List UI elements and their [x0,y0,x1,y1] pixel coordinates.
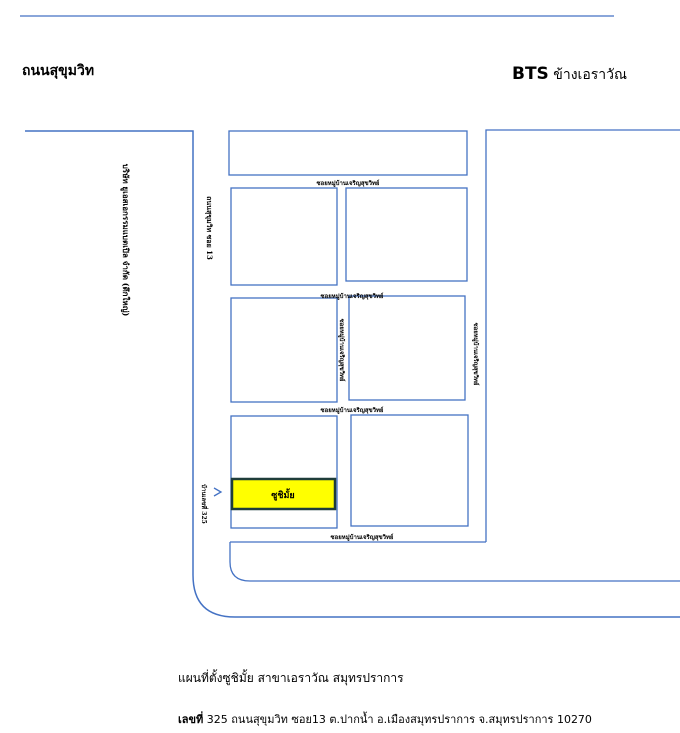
alley-label-1: ซอยหมู่บ้านเจริญสุขวิทย์ [317,179,380,188]
alley-label-2: ซอยหมู่บ้านเจริญสุขวิทย์ [321,292,384,301]
bts-prefix: BTS [512,64,549,84]
address-prefix: เลขที่ [178,713,204,726]
alley-label-3: ซอยหมู่บ้านเจริญสุขวิทย์ [321,406,384,415]
bts-label: BTS ข้างเอราวัณ [512,64,627,86]
house-number-label: บ้านเลขที่ 325 [200,484,209,524]
main-road-right-edge [229,542,680,582]
company-label: บริษัท ยูเอสเอกรรมแบตเปิล จำกัด (ตึกใหญ่… [120,164,131,317]
block-row3-left [230,415,338,529]
sushimai-label: ซูชิมั้ย [271,488,294,501]
right-road-edge [485,129,680,542]
block-row2-left [230,297,338,403]
block-row1-left [230,187,338,286]
alley-label-4: ซอยหมู่บ้านเจริญสุขวิทย์ [331,533,394,542]
alley-vertical-right: ซอยหมู่บ้านเจริญสุขวิทย์ [471,323,480,386]
address-rest: 325 ถนนสุขุมวิท ซอย13 ต.ปากน้ำ อ.เมืองสม… [203,713,592,726]
block-row1-right [345,187,468,282]
sushimai-marker [230,477,337,511]
block-row2-right [348,295,466,401]
alley-vertical-center: ซอยหมู่บ้านเจริญสุขวิทย์ [337,319,346,382]
entrance-arrow [213,487,223,497]
block-top [228,130,468,176]
bts-station: ข้างเอราวัณ [553,67,627,83]
block-row3-right [350,414,469,527]
road-label-sukhumvit: ถนนสุขุมวิท [22,63,95,79]
address-line: เลขที่ 325 ถนนสุขุมวิท ซอย13 ต.ปากน้ำ อ.… [178,710,592,728]
main-road-left-edge [25,130,680,618]
soi-label: ถนนสุขุมวิท ซอย 13 [205,196,214,260]
map-caption: แผนที่ตั้งซูชิมั้ย สาขาเอราวัณ สมุทรปราก… [178,671,404,685]
